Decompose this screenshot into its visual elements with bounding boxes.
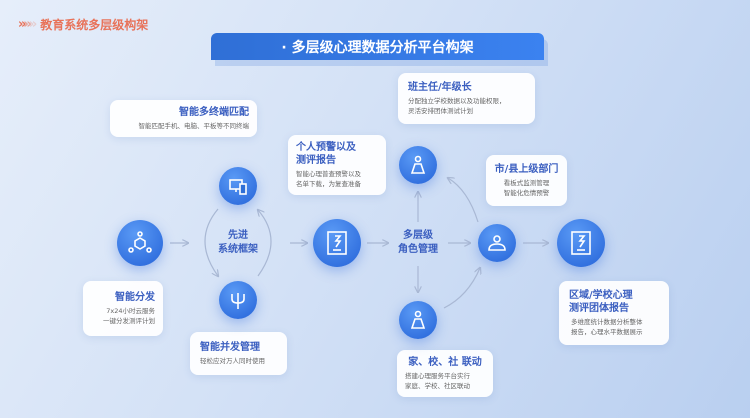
card-title: 班主任/年级长 (408, 82, 472, 93)
card-title: 智能并发管理 (200, 342, 260, 353)
card-regional-report: 区域/学校心理 测评团体报告 多维度统计数据分析整体报告，心理水平数据展示 (559, 281, 669, 345)
chevrons-icon: »»» (18, 17, 37, 32)
card-title: 测评报告 (296, 155, 336, 166)
card-personal-report: 个人预警以及 测评报告 智能心理普查预警以及名单下载，为复查准备 (288, 135, 386, 195)
card-desc: 灵活安排团体测试计划 (408, 107, 473, 115)
person-icon (399, 301, 437, 339)
card-desc: 报告，心理水平数据展示 (571, 328, 643, 336)
header: »»» 教育系统多层级构架 (18, 16, 148, 33)
card-title: 智能分发 (115, 292, 155, 303)
label-line: 多层级 (403, 230, 433, 241)
label-line: 角色管理 (398, 244, 438, 255)
card-desc: 分配独立学校数据以及功能权限， (408, 97, 506, 105)
card-title: 测评团体报告 (569, 303, 629, 314)
card-title: 智能多终端匹配 (179, 107, 249, 118)
card-desc: 名单下载，为复查准备 (296, 180, 361, 188)
roles-label: 多层级 角色管理 (383, 229, 453, 257)
card-home-school: 家、校、社 联动 搭建心理服务平台实行家庭、学校、社区联动 (397, 350, 493, 397)
group-report-icon (557, 219, 605, 267)
card-title: 区域/学校心理 (569, 290, 633, 301)
card-title: 个人预警以及 (296, 142, 356, 153)
card-title: 家、校、社 联动 (408, 357, 482, 368)
card-desc: 智能心理普查预警以及 (296, 170, 361, 178)
label-line: 系统框架 (218, 244, 258, 255)
card-multi-terminal: 智能多终端匹配 智能匹配手机、电脑、平板等不同终端 (110, 100, 257, 137)
card-desc: 搭建心理服务平台实行 (405, 372, 470, 380)
card-desc: 看板式监测管理 (503, 179, 550, 187)
network-hub-icon (117, 220, 163, 266)
card-desc: 智能化危情预警 (503, 189, 550, 197)
card-dispatch: 智能分发 7x24小时云服务一键分发测评计划 (83, 281, 163, 336)
header-title: 教育系统多层级构架 (40, 18, 149, 32)
card-desc: 家庭、学校、社区联动 (405, 382, 470, 390)
card-desc: 多维度统计数据分析整体 (571, 318, 643, 326)
card-desc: 轻松应对万人同时使用 (200, 357, 265, 365)
card-desc: 智能匹配手机、电脑、平板等不同终端 (138, 122, 250, 130)
report-icon (313, 219, 361, 267)
framework-label: 先进 系统框架 (198, 229, 278, 257)
card-desc: 一键分发测评计划 (103, 317, 155, 325)
card-city: 市/县上级部门 看板式监测管理智能化危情预警 (486, 155, 567, 206)
card-desc: 7x24小时云服务 (106, 307, 155, 315)
person-icon (399, 146, 437, 184)
banner-title: · 多层级心理数据分析平台构架 (211, 33, 544, 60)
label-line: 先进 (228, 230, 248, 241)
user-manager-icon (478, 224, 516, 262)
card-teacher: 班主任/年级长 分配独立学校数据以及功能权限， 灵活安排团体测试计划 (398, 73, 535, 124)
trident-icon (219, 281, 257, 319)
devices-icon (219, 167, 257, 205)
card-concurrency: 智能并发管理 轻松应对万人同时使用 (190, 332, 287, 375)
card-title: 市/县上级部门 (494, 164, 559, 175)
